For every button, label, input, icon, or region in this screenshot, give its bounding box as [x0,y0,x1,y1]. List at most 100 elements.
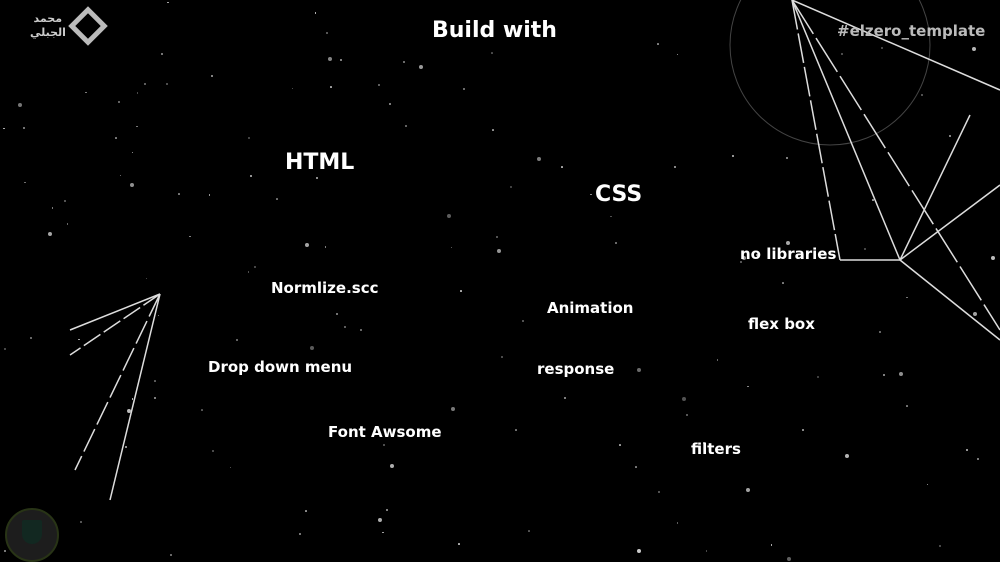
star [770,544,773,546]
word-normalize: Normlize.scc [271,279,379,297]
star [751,320,753,322]
star [390,464,395,469]
star [170,553,173,556]
hashtag: #elzero_template [837,22,986,40]
star [51,207,54,209]
star [383,444,386,447]
word-no-libraries: no libraries [740,245,837,263]
star [125,445,128,448]
star [305,510,307,512]
star [64,199,67,202]
star [344,325,347,328]
star [167,1,169,4]
word-font-awesome: Font Awsome [328,423,442,441]
star [136,125,138,128]
star [496,235,499,238]
star [447,213,452,218]
star [3,348,6,351]
star [377,518,382,523]
star [145,277,148,280]
star [705,550,708,552]
star [840,52,843,55]
star [247,271,250,273]
star [462,87,465,90]
star [236,338,239,341]
star [521,320,524,322]
star [131,151,134,154]
star [388,103,391,106]
star [166,83,169,86]
star [404,125,407,128]
star [47,231,52,236]
star [972,311,977,316]
star [403,61,406,64]
star [977,457,980,460]
star [615,242,618,245]
star [845,454,850,459]
star [635,466,637,468]
logo-mark-icon [68,6,108,46]
star [948,134,951,137]
star [906,296,908,299]
star [636,549,641,554]
star [81,11,86,16]
star [674,166,677,169]
star [335,312,338,315]
star [212,449,215,452]
star [131,398,134,400]
star [756,253,759,256]
star [3,549,6,552]
star [509,185,512,188]
star [747,385,749,388]
star [178,193,180,195]
star [528,530,530,532]
star [881,46,884,49]
star [872,199,874,201]
star [291,87,294,90]
star [965,448,968,451]
star [657,43,659,45]
logo: محمد الجبلي [30,6,110,52]
star [501,355,504,358]
star [315,176,318,179]
star [787,557,792,562]
logo-text-line2: الجبلي [30,26,66,39]
star [636,368,641,373]
star [136,92,139,94]
word-html: HTML [285,150,355,175]
star [115,137,117,139]
star [419,64,424,69]
star [330,86,332,88]
star [741,256,746,261]
star [785,156,788,159]
star [117,100,120,103]
word-response: response [537,360,615,378]
star [3,127,5,130]
star [78,338,80,341]
star [324,246,327,248]
star [990,256,995,261]
star [676,53,679,56]
star [702,442,705,445]
star [782,282,784,284]
logo-text-line1: محمد [33,12,62,25]
star [878,331,881,334]
star [882,374,885,377]
star [359,329,362,332]
star [29,337,32,340]
star [382,531,384,534]
star [496,249,501,254]
star [460,290,462,292]
star [458,543,460,545]
word-animation: Animation [547,299,634,317]
star [208,194,211,196]
star [386,509,389,512]
star [339,58,342,61]
star [716,359,719,361]
star [201,409,203,411]
star [154,380,156,382]
star [23,127,26,130]
star [314,12,317,14]
star [189,235,191,238]
star [309,345,314,350]
